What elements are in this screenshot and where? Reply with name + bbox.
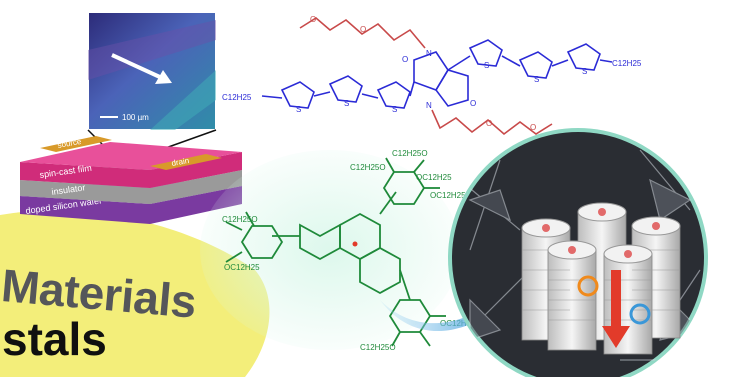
disc-columns xyxy=(521,202,681,355)
micrograph-inset: 100 µm xyxy=(87,11,217,161)
atom-s-2: S xyxy=(534,75,539,84)
transistor-device: doped silicon wafer insulator spin-cast … xyxy=(20,136,242,224)
atom-o-1: O xyxy=(402,55,408,64)
atom-s-5: S xyxy=(344,99,349,108)
transport-arrow xyxy=(602,270,630,348)
chain-label-7: C12H25O xyxy=(360,343,396,352)
electron-carrier-marker xyxy=(629,303,651,325)
atom-o-2: O xyxy=(470,99,476,108)
molecule-1-labels: C12H25 C12H25 S S S S S S N N O O O O O … xyxy=(222,15,642,132)
atom-o-3: O xyxy=(360,25,366,34)
hole-carrier-marker xyxy=(577,275,599,297)
atom-o-6: O xyxy=(530,123,536,132)
chain-label-5: C12H25O xyxy=(222,215,258,224)
atom-n-1: N xyxy=(426,49,432,58)
drain-label: drain xyxy=(171,156,190,168)
molecule-dpp-thiophene xyxy=(261,17,613,136)
chain-label-right: C12H25 xyxy=(612,59,642,68)
title-word-stals: stals xyxy=(2,313,107,365)
atom-o-5: O xyxy=(486,119,492,128)
columnar-stack-inset xyxy=(448,128,708,377)
atom-s-6: S xyxy=(392,105,397,114)
source-label: source xyxy=(57,137,83,150)
chain-label-3: C12H25O xyxy=(392,149,428,158)
swoosh-arrow xyxy=(380,296,506,332)
source-electrode xyxy=(40,136,112,152)
chain-label-left: C12H25 xyxy=(222,93,252,102)
atom-s-4: S xyxy=(296,105,301,114)
chain-label-2: OC12H25 xyxy=(416,173,452,182)
atom-o-4: O xyxy=(310,15,316,24)
drain-electrode xyxy=(150,154,222,170)
molecule-discotic xyxy=(200,150,460,350)
scale-bar-label: 100 µm xyxy=(122,113,149,122)
atom-n-2: N xyxy=(426,101,432,110)
atom-s-3: S xyxy=(582,67,587,76)
chain-label-1: C12H25O xyxy=(350,163,386,172)
atom-s-1: S xyxy=(484,61,489,70)
device-layer-2: insulator xyxy=(51,182,86,197)
chain-label-4: OC12H25 xyxy=(430,191,466,200)
chain-label-6: OC12H25 xyxy=(224,263,260,272)
